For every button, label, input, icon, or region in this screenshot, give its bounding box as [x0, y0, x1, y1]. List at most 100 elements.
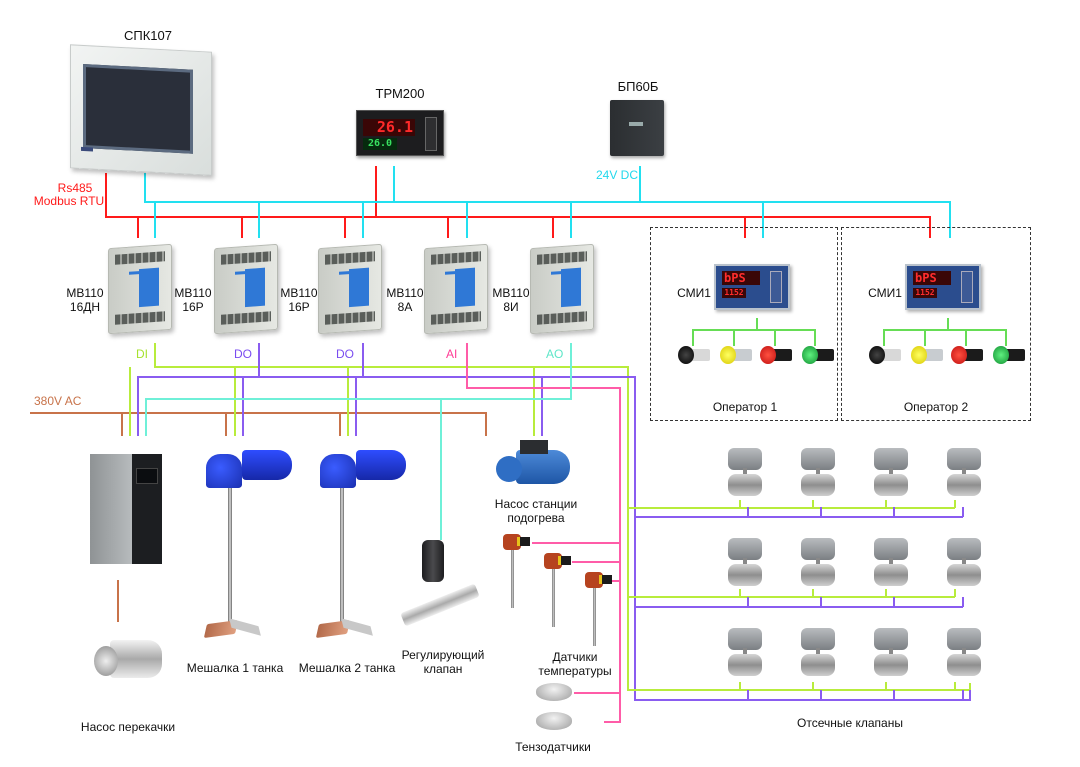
hmi-display-bottom: 1152: [722, 288, 746, 298]
regulator-keypad: [425, 117, 437, 151]
pilot-light-yellow[interactable]: [911, 346, 943, 364]
valve-neck: [816, 648, 820, 655]
pilot-light-black-selector[interactable]: [678, 346, 710, 364]
io-module-3[interactable]: [318, 243, 382, 335]
valve-neck: [743, 468, 747, 475]
shutoff-valve[interactable]: [799, 626, 837, 680]
shutoff-valve[interactable]: [799, 446, 837, 500]
pneumatic-actuator: [947, 448, 981, 470]
shutoff-valve[interactable]: [872, 536, 910, 590]
temperature-sensor-2[interactable]: [544, 553, 571, 627]
pneumatic-actuator: [947, 538, 981, 560]
rs485-label: Rs485 Modbus RTU: [34, 182, 110, 208]
mixer-1-motor[interactable]: [206, 446, 294, 492]
pilot-light-red[interactable]: [951, 346, 983, 364]
light-body: [1005, 349, 1025, 361]
ball-valve-body: [801, 564, 835, 586]
ball-valve-body: [728, 474, 762, 496]
io-module-label: МВ110 8А: [386, 286, 424, 314]
module-indicator-panel: [139, 267, 159, 308]
sensor-probe: [511, 550, 514, 608]
valve-neck: [962, 558, 966, 565]
mixer-2-motor[interactable]: [320, 446, 408, 492]
shutoff-valve[interactable]: [872, 626, 910, 680]
io-module-1[interactable]: [108, 243, 172, 335]
rs485-label-line2: Modbus RTU: [33, 194, 105, 208]
signal-type-label: AI: [446, 347, 458, 361]
sensor-head: [544, 553, 562, 569]
valve-neck: [816, 468, 820, 475]
ball-valve-body: [728, 564, 762, 586]
module-label-strip: [235, 271, 245, 275]
power-supply-label: БП60Б: [617, 79, 659, 94]
io-module-4[interactable]: [424, 243, 488, 335]
light-cap: [720, 346, 736, 364]
pneumatic-actuator: [874, 538, 908, 560]
hmi-keypad: [770, 271, 782, 303]
pneumatic-actuator: [728, 448, 762, 470]
pilot-light-red[interactable]: [760, 346, 792, 364]
load-cell-1[interactable]: [536, 683, 572, 701]
ac380-label: 380V AC: [34, 394, 82, 408]
controller-spk107[interactable]: [70, 44, 212, 176]
sensor-probe: [552, 569, 555, 627]
frequency-drive[interactable]: [90, 450, 162, 564]
motor-body: [242, 450, 292, 480]
pump-motor: [516, 450, 570, 484]
light-cap: [951, 346, 967, 364]
io-module-5[interactable]: [530, 243, 594, 335]
shutoff-valve[interactable]: [799, 536, 837, 590]
shutoff-valve[interactable]: [726, 626, 764, 680]
transfer-pump[interactable]: [88, 634, 166, 696]
ball-valve-body: [874, 474, 908, 496]
shutoff-valve[interactable]: [726, 536, 764, 590]
shutoff-valve[interactable]: [945, 446, 983, 500]
pneumatic-actuator: [801, 538, 835, 560]
shutoff-valve[interactable]: [945, 626, 983, 680]
signal-type-label: DO: [234, 347, 252, 361]
pump-head: [94, 646, 118, 676]
pilot-light-green[interactable]: [993, 346, 1025, 364]
light-cap: [678, 346, 694, 364]
ball-valve-body: [801, 474, 835, 496]
regulator-trm200[interactable]: 26.1 26.0: [356, 110, 444, 156]
control-valve[interactable]: [396, 538, 484, 648]
load-cells-label: Тензодатчики: [515, 740, 591, 754]
ai-line: [466, 343, 621, 723]
shutoff-valve[interactable]: [726, 446, 764, 500]
ac380-bus: [30, 412, 487, 436]
heating-station-pump[interactable]: [496, 438, 572, 490]
temperature-sensor-1[interactable]: [503, 534, 530, 608]
ball-valve-body: [947, 474, 981, 496]
pneumatic-actuator: [728, 538, 762, 560]
io-module-2[interactable]: [214, 243, 278, 335]
ball-valve-body: [947, 654, 981, 676]
pump-volute: [496, 456, 522, 482]
power-supply-bp60b[interactable]: [610, 100, 664, 156]
valve-neck: [889, 558, 893, 565]
pilot-light-black-selector[interactable]: [869, 346, 901, 364]
heating-pump-label: Насос станции подогрева: [494, 497, 578, 525]
ao-line: [145, 343, 572, 436]
pilot-light-green[interactable]: [802, 346, 834, 364]
terminal-box: [520, 440, 548, 454]
shutoff-valve[interactable]: [872, 446, 910, 500]
ball-valve-body: [728, 654, 762, 676]
io-module-label: МВ110 16Р: [280, 286, 318, 314]
owen-logo-icon: [81, 146, 93, 152]
signal-type-label: DI: [136, 347, 148, 361]
pilot-light-yellow[interactable]: [720, 346, 752, 364]
temperature-sensor-3[interactable]: [585, 572, 612, 646]
drive-housing: [90, 454, 132, 564]
signal-type-label: AO: [546, 347, 564, 361]
light-body: [881, 349, 901, 361]
load-cell-2[interactable]: [536, 712, 572, 730]
sensor-head: [585, 572, 603, 588]
pneumatic-actuator: [874, 628, 908, 650]
shutoff-valves-label: Отсечные клапаны: [797, 716, 903, 730]
shutoff-valve[interactable]: [945, 536, 983, 590]
gearbox: [206, 454, 242, 488]
